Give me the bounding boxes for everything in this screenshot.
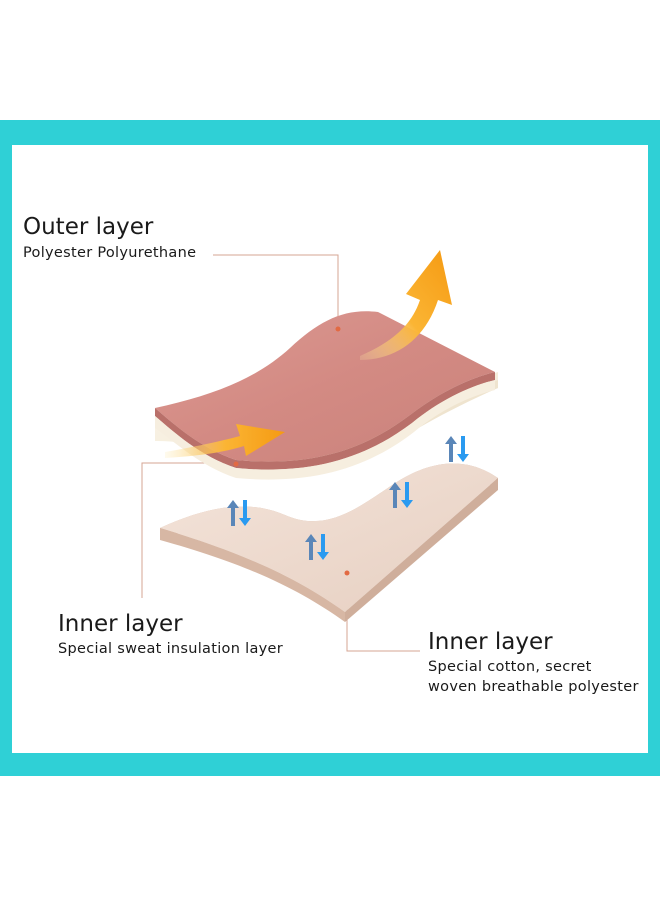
outer-layer-subtitle: Polyester Polyurethane <box>23 245 197 261</box>
leader-outer <box>213 254 339 328</box>
airflow-arrows-icon <box>445 436 469 462</box>
inner-layer-left-subtitle: Special sweat insulation layer <box>58 641 284 657</box>
inner-layer-right-title: Inner layer <box>428 629 553 655</box>
inner-layer-left-title: Inner layer <box>58 611 183 637</box>
inner-layer-sheet <box>160 463 498 622</box>
airflow-arrows-icon <box>389 482 413 508</box>
inner-layer-right-subtitle-1: Special cotton, secret <box>428 659 592 675</box>
airflow-arrows-icon <box>227 500 251 526</box>
inner-layer-right-subtitle-2: woven breathable polyester <box>428 679 639 695</box>
airflow-arrows-icon <box>305 534 329 560</box>
outer-layer-title: Outer layer <box>23 214 154 240</box>
heat-arrow-icon <box>165 424 285 458</box>
leader-dots <box>233 326 350 576</box>
outer-layer-sheet <box>155 311 495 480</box>
heat-arrow-icon <box>360 250 452 360</box>
